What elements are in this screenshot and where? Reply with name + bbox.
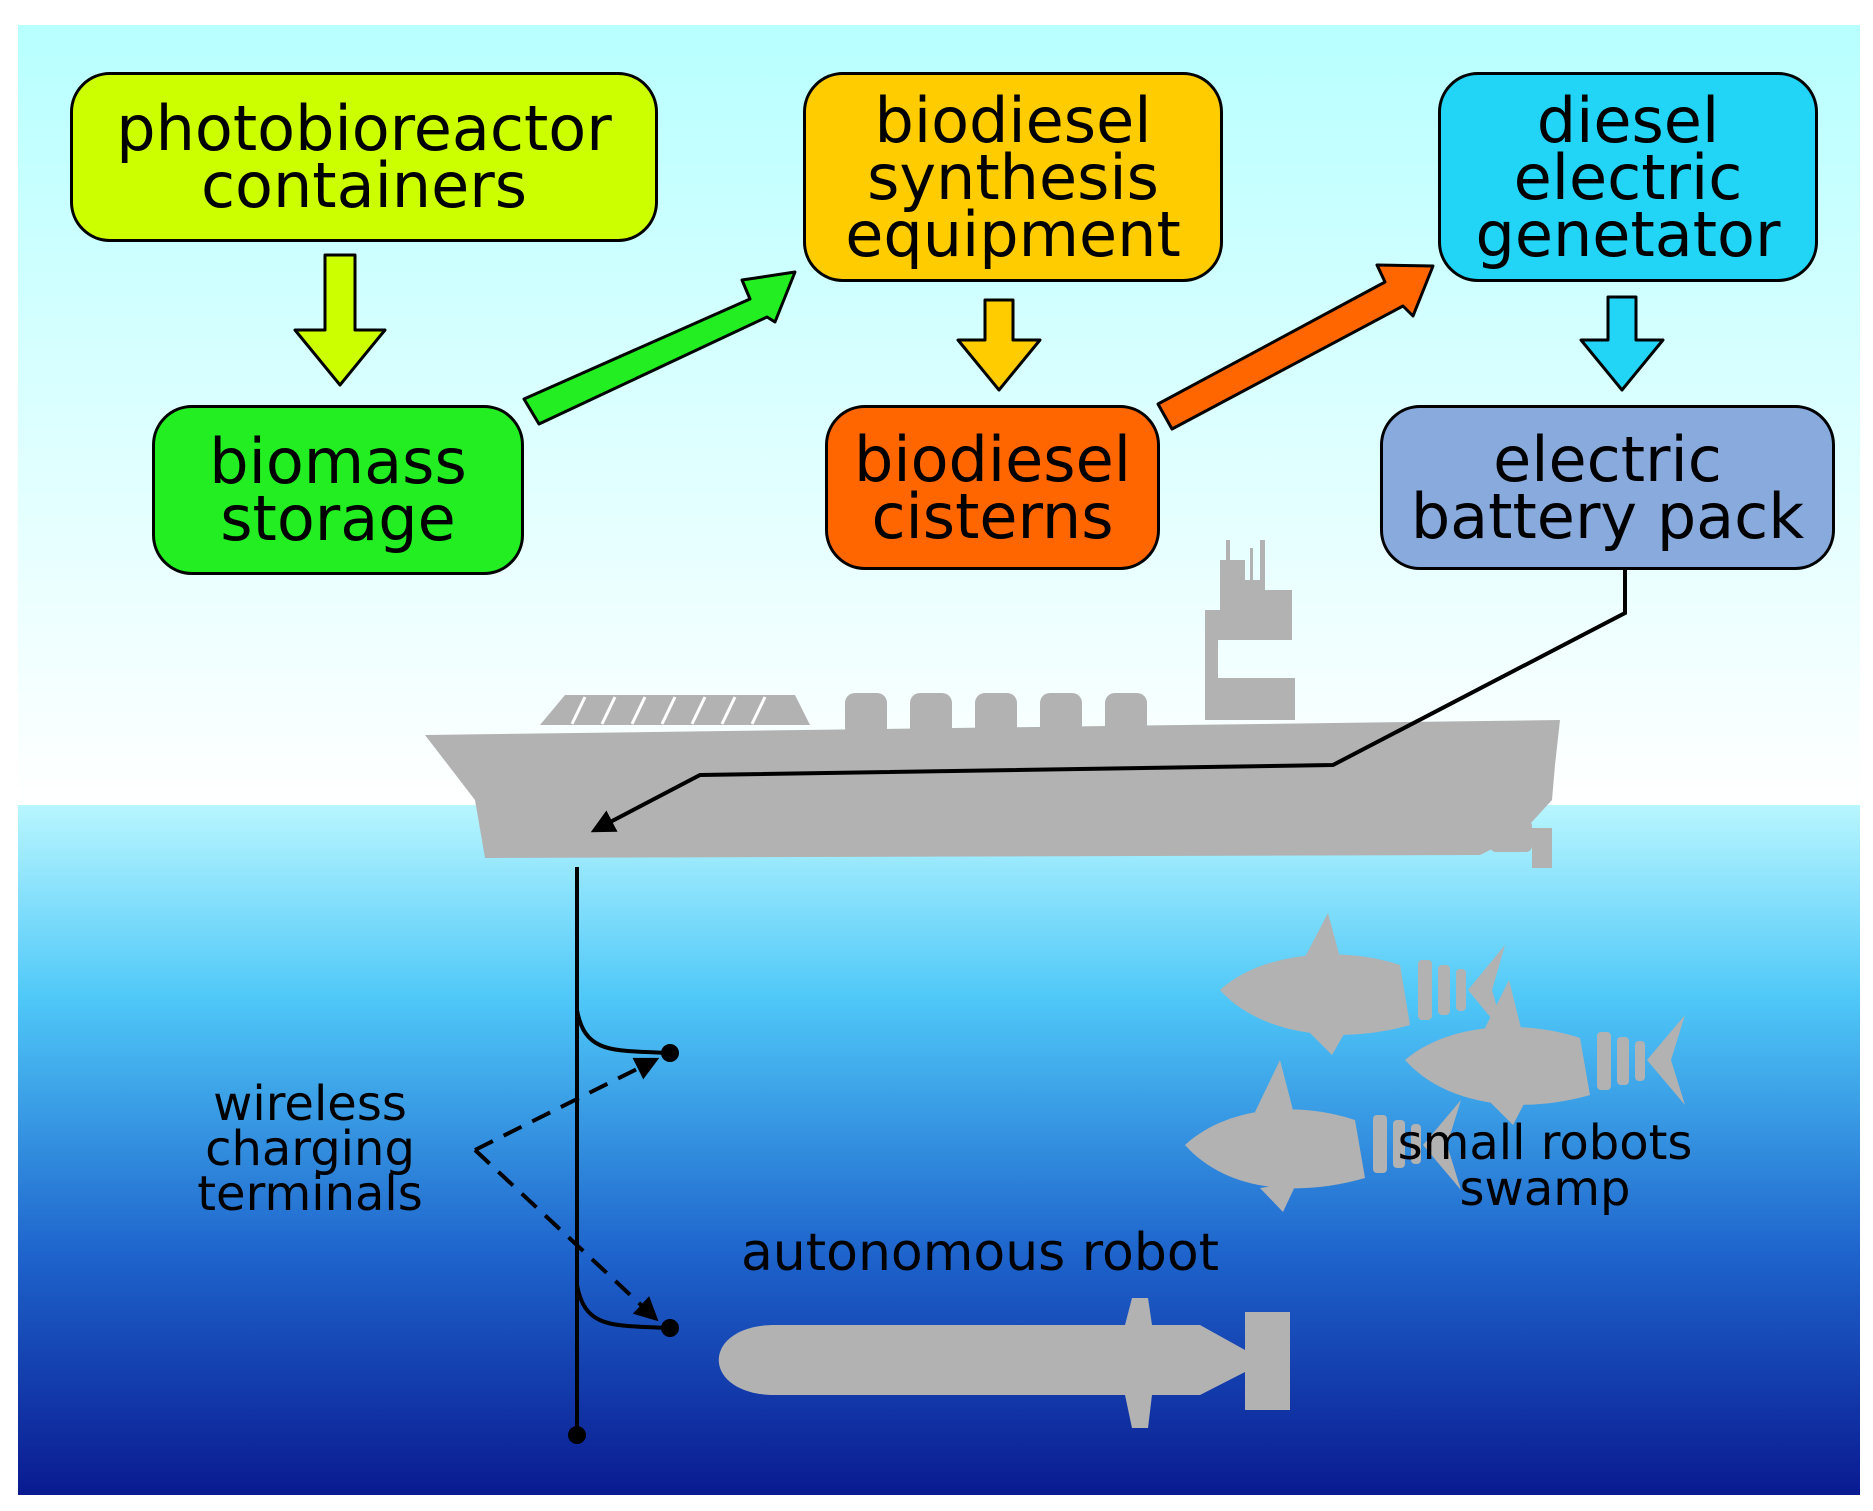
- autonomous-robot-silhouette: [718, 1298, 1290, 1428]
- battery-power-line: [590, 570, 1627, 833]
- autonomous-robot-label: autonomous robot: [740, 1223, 1220, 1283]
- fish-robot: [1405, 980, 1685, 1125]
- charging-cable: [575, 867, 668, 1435]
- biodiesel-cisterns-node: biodiesel cisterns: [825, 405, 1160, 570]
- ship-silhouette: [425, 540, 1560, 868]
- arrow-photobioreactor-to-biomass: [293, 253, 387, 387]
- electric-battery-pack-node: electric battery pack: [1380, 405, 1835, 570]
- charging-terminal: [661, 1319, 679, 1337]
- biodiesel-synthesis-equipment-node: biodiesel synthesis equipment: [803, 72, 1223, 282]
- small-robots-swarm-label: small robots swamp: [1397, 1115, 1693, 1217]
- arrow-synthesis-to-cisterns: [956, 298, 1042, 392]
- wireless-charging-terminals-label: wireless charging terminals: [197, 1076, 423, 1222]
- arrow-generator-to-battery: [1579, 295, 1665, 392]
- biomass-storage-node: biomass storage: [152, 405, 524, 575]
- wireless-pointer-arrows: [473, 1057, 660, 1322]
- photobioreactor-containers-node: photobioreactor containers: [70, 72, 658, 242]
- fish-robot: [1185, 1060, 1461, 1212]
- diesel-electric-generator-node: diesel electric genetator: [1438, 72, 1818, 282]
- cable-end-weight: [568, 1426, 586, 1444]
- charging-terminal: [661, 1044, 679, 1062]
- arrow-cisterns-to-generator: [1156, 263, 1435, 431]
- ship-solar-panel-lines: [570, 696, 767, 725]
- arrow-biomass-to-synthesis: [522, 270, 797, 426]
